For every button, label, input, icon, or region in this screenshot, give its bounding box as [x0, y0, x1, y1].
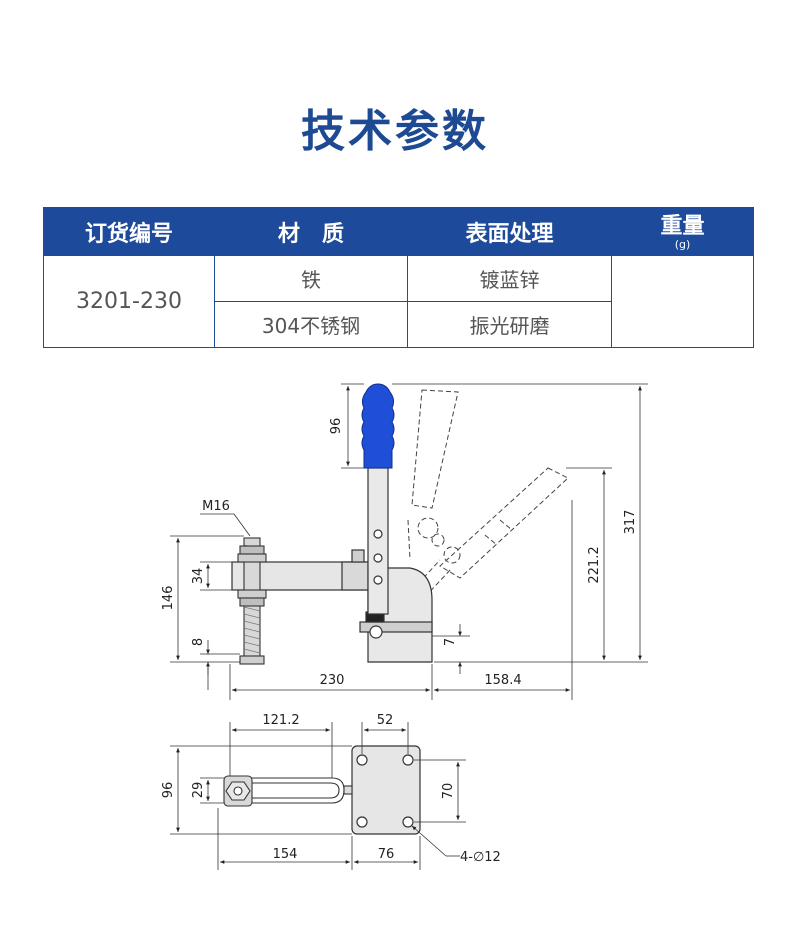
- table-row: 304不锈钢 振光研磨: [44, 301, 754, 348]
- dim-154: 154: [273, 847, 298, 862]
- model-cell: 3201-230: [43, 255, 215, 348]
- header-material: 材 质: [214, 207, 408, 256]
- weight-cell: [611, 255, 754, 348]
- dim-221: 221.2: [587, 546, 602, 583]
- header-weight-unit: (g): [674, 238, 691, 251]
- dim-158: 158.4: [484, 673, 521, 688]
- top-view: 121.2 52 96 29 70 154 76 4-∅12: [161, 713, 501, 870]
- surface-cell: 振光研磨: [407, 301, 612, 348]
- dim-34: 34: [191, 568, 206, 585]
- top-dimension-lines: [170, 722, 466, 870]
- dim-m16: M16: [202, 499, 230, 514]
- dim-29: 29: [191, 782, 206, 799]
- material-cell: 304不锈钢: [214, 301, 408, 348]
- material-cell: 铁: [214, 255, 408, 302]
- dim-76: 76: [378, 847, 395, 862]
- dim-146: 146: [161, 586, 176, 611]
- handle-grip: [361, 383, 395, 469]
- table-row: 3201-230 铁 镀蓝锌: [43, 255, 754, 348]
- header-surface: 表面处理: [407, 207, 612, 256]
- dim-7: 7: [443, 638, 458, 646]
- bolt-assembly: [237, 537, 267, 665]
- arm-top: [238, 777, 353, 804]
- spec-header-row: 订货编号 材 质 表面处理 重量 (g): [43, 207, 754, 256]
- dim-holes: 4-∅12: [460, 850, 501, 865]
- page-title: 技术参数: [301, 106, 489, 157]
- side-view: 96 317 221.2 146 34 8 7 230 158.4 M16: [161, 383, 648, 700]
- base-plate: [351, 745, 421, 835]
- dim-230: 230: [320, 673, 345, 688]
- header-order-no: 订货编号: [43, 207, 215, 256]
- dim-total-317: 317: [623, 510, 638, 535]
- dim-52: 52: [377, 713, 394, 728]
- surface-cell: 镀蓝锌: [407, 255, 612, 302]
- header-weight-label: 重量: [660, 214, 705, 239]
- spec-table: 订货编号 材 质 表面处理 重量 (g) 3201-230 铁 镀蓝锌 304不…: [43, 207, 754, 348]
- bolt-head-top: [223, 775, 253, 807]
- dim-handle-96: 96: [329, 418, 344, 435]
- dashed-handle-upright: [407, 389, 459, 561]
- dim-70: 70: [441, 783, 456, 800]
- side-dimension-lines: [170, 383, 648, 700]
- dim-8: 8: [191, 638, 206, 646]
- dim-121: 121.2: [262, 713, 299, 728]
- handle-bar: [367, 467, 389, 615]
- dim-top-96: 96: [161, 782, 176, 799]
